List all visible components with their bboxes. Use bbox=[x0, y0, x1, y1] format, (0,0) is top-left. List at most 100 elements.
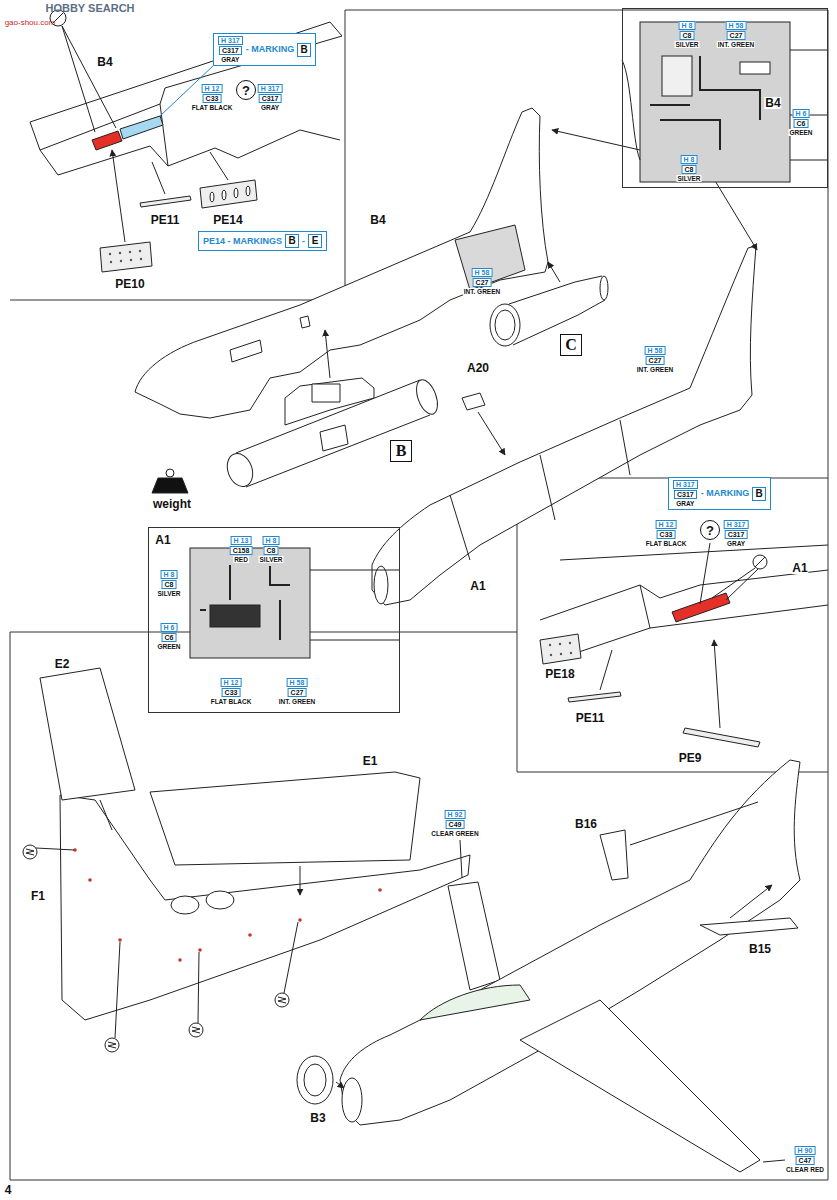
marking-letter-box: B bbox=[752, 487, 766, 501]
label-holder: FLAT BLACK bbox=[645, 540, 688, 547]
part-number: B3 bbox=[309, 1112, 326, 1124]
marking-slot: B bbox=[297, 43, 311, 57]
paint-code-mr-color: C8 bbox=[680, 31, 695, 40]
paint-code-mr-color: C317 bbox=[674, 490, 697, 499]
paint-callout-stack: H 317C317GRAY bbox=[218, 36, 243, 63]
text-holder: B4 bbox=[764, 97, 781, 109]
label-holder: PE11 bbox=[150, 214, 181, 226]
text-holder: FLAT BLACK bbox=[210, 698, 253, 705]
paint-code-mr-color: C8 bbox=[264, 546, 279, 555]
label-holder: B4 bbox=[96, 56, 113, 68]
paint-color-name: CLEAR GREEN bbox=[430, 830, 479, 837]
paint-code-mr-color: C33 bbox=[222, 688, 241, 697]
paint-color-name: GREEN bbox=[156, 643, 181, 650]
label-holder: FLAT BLACK bbox=[191, 104, 234, 111]
part-number: PE10 bbox=[114, 278, 145, 290]
detail-inset: B4H 8C8SILVERH 58C27INT. GREENH 6C6GREEN… bbox=[622, 8, 828, 188]
marking-note: - bbox=[302, 237, 305, 246]
label-holder: PE10 bbox=[114, 278, 145, 290]
text-holder: GREEN bbox=[156, 643, 181, 650]
text-holder: H 8 bbox=[263, 536, 280, 545]
paint-color-name: GREEN bbox=[788, 129, 813, 136]
label-holder: C33 bbox=[657, 530, 676, 539]
label-holder: PE9 bbox=[678, 752, 703, 764]
label-holder: B16 bbox=[574, 818, 598, 830]
text-holder: H 6 bbox=[161, 623, 178, 632]
label-holder: PE14 bbox=[212, 214, 243, 226]
marking-letter: B bbox=[288, 236, 295, 246]
part-number: A20 bbox=[466, 362, 490, 374]
paint-color-name: FLAT BLACK bbox=[210, 698, 253, 705]
text-holder: C8 bbox=[264, 546, 279, 555]
inset-art bbox=[190, 22, 828, 658]
paint-code-hobby: H 90 bbox=[795, 1146, 816, 1155]
label-holder: GRAY bbox=[260, 104, 280, 111]
paint-code-hobby: H 12 bbox=[202, 84, 223, 93]
paint-code-mr-color: C158 bbox=[230, 546, 253, 555]
page-number: 4 bbox=[5, 1184, 12, 1196]
part-number: B4 bbox=[764, 97, 781, 109]
question-circle: ? bbox=[236, 80, 256, 100]
part-number: PE11 bbox=[150, 214, 181, 226]
paint-code-hobby: H 317 bbox=[218, 36, 243, 45]
label-holder: H 317 bbox=[258, 84, 283, 93]
label-holder: F1 bbox=[30, 890, 46, 902]
paint-color-name: INT. GREEN bbox=[463, 288, 501, 295]
text-holder: INT. GREEN bbox=[278, 698, 316, 705]
label-holder: B4 bbox=[369, 214, 386, 226]
part-number: PE18 bbox=[544, 668, 575, 680]
text-holder: H 8 bbox=[681, 155, 698, 164]
subassembly-box: C bbox=[560, 334, 582, 356]
part-number: B4 bbox=[369, 214, 386, 226]
label-holder: H 58 bbox=[645, 346, 666, 355]
paint-code-hobby: H 6 bbox=[161, 623, 178, 632]
marking-note: - MARKING bbox=[246, 45, 295, 54]
paint-code-hobby: H 8 bbox=[679, 21, 696, 30]
paint-code-mr-color: C27 bbox=[473, 278, 492, 287]
wing-assembly bbox=[23, 668, 470, 1052]
marking-note-box: H 317C317GRAY- MARKING B bbox=[213, 33, 316, 66]
paint-code-mr-color: C6 bbox=[162, 633, 177, 642]
label-holder: C317 bbox=[259, 94, 282, 103]
subassembly-letter: C bbox=[565, 337, 577, 353]
paint-code-mr-color: C49 bbox=[446, 820, 465, 829]
label-holder: GRAY bbox=[726, 540, 746, 547]
paint-color-name: GRAY bbox=[726, 540, 746, 547]
paint-color-name: SILVER bbox=[259, 556, 284, 563]
text-holder: C158 bbox=[230, 546, 253, 555]
part-number: B4 bbox=[96, 56, 113, 68]
part-number: E1 bbox=[362, 755, 379, 767]
paint-code-hobby: H 12 bbox=[221, 678, 242, 687]
part-number: A1 bbox=[469, 580, 486, 592]
label-holder: HOBBY SEARCH bbox=[45, 3, 134, 14]
paint-color-name: INT. GREEN bbox=[717, 41, 755, 48]
part-number: PE11 bbox=[575, 712, 606, 724]
subassembly-box: B bbox=[390, 440, 412, 462]
label-holder: A1 bbox=[469, 580, 486, 592]
marking-note: PE14 - MARKINGS bbox=[203, 237, 282, 246]
paint-code-hobby: H 8 bbox=[681, 155, 698, 164]
label-holder: H 58 bbox=[472, 268, 493, 277]
text-holder: A1 bbox=[154, 534, 171, 546]
label-holder: C317 bbox=[725, 530, 748, 539]
marking-letter-box: E bbox=[308, 234, 322, 248]
marking-slot: B bbox=[752, 487, 766, 501]
text-holder: H 58 bbox=[726, 21, 747, 30]
label-holder: B3 bbox=[309, 1112, 326, 1124]
panel-frames bbox=[10, 10, 828, 1180]
paint-code-mr-color: C27 bbox=[288, 688, 307, 697]
marking-letter: B bbox=[301, 45, 308, 55]
label-holder: E1 bbox=[362, 755, 379, 767]
label-holder: H 90 bbox=[795, 1146, 816, 1155]
label-holder: C49 bbox=[446, 820, 465, 829]
paint-code-hobby: H 317 bbox=[724, 520, 749, 529]
paint-code-hobby: H 317 bbox=[673, 480, 698, 489]
paint-code-hobby: H 92 bbox=[445, 810, 466, 819]
paint-code-hobby: H 58 bbox=[645, 346, 666, 355]
label-holder: H 317 bbox=[724, 520, 749, 529]
paint-code-hobby: H 8 bbox=[161, 570, 178, 579]
aircraft-assembly bbox=[297, 760, 800, 1172]
label-holder: A1 bbox=[791, 562, 808, 574]
text-holder: SILVER bbox=[677, 175, 702, 182]
